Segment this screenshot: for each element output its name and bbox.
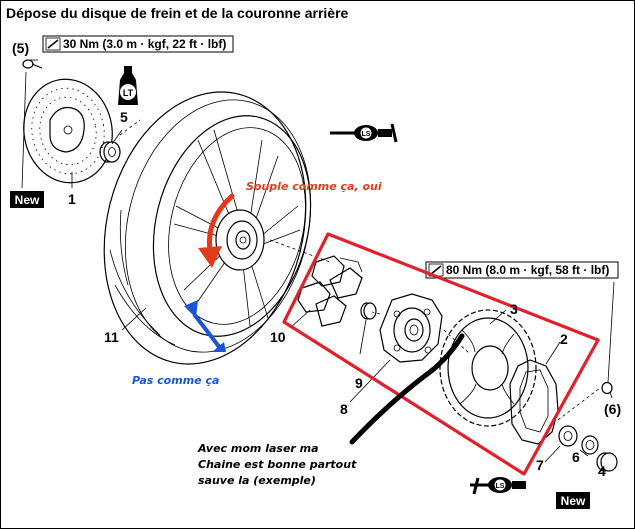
- collar-4: [596, 452, 618, 472]
- torque-spec-text-1: 30 Nm (3.0 m · kgf, 22 ft · lbf): [63, 37, 226, 51]
- rear-wheel-drive-hub: [379, 293, 443, 363]
- lt-badge-text: LT: [123, 88, 134, 98]
- callout-6b: (6): [604, 401, 621, 417]
- annotation-black-line-1: Avec mom laser ma: [197, 442, 319, 455]
- collar-9: [360, 302, 377, 320]
- brake-disc: [23, 78, 113, 184]
- callout-2: 2: [560, 331, 568, 347]
- callout-4: 4: [598, 463, 606, 479]
- svg-text:New: New: [15, 193, 40, 207]
- torque-spec-box-1: 30 Nm (3.0 m · kgf, 22 ft · lbf): [42, 35, 234, 53]
- callout-10: 10: [270, 329, 286, 345]
- new-badge-2: New: [556, 492, 590, 509]
- callout-5: 5: [120, 109, 128, 125]
- oil-seal: [581, 435, 599, 455]
- sprocket-nut: [601, 381, 613, 395]
- torque-spec-text-2: 80 Nm (8.0 m · kgf, 58 ft · lbf): [446, 263, 609, 277]
- callout-1: 1: [68, 191, 76, 207]
- annotation-black-line-3: sauve la (exemple): [198, 474, 316, 487]
- svg-text:New: New: [561, 494, 586, 508]
- marker-stroke: [349, 333, 465, 445]
- torque-wrench-icon: [45, 37, 61, 51]
- highlight-box: [282, 232, 600, 476]
- page-title: Dépose du disque de frein et de la couro…: [6, 5, 349, 21]
- callout-8: 8: [340, 401, 348, 417]
- curved-arrow-icon: [198, 193, 235, 268]
- torque-spec-box-2: 80 Nm (8.0 m · kgf, 58 ft · lbf): [425, 261, 619, 279]
- collar: [99, 141, 121, 163]
- disc-bolt: [22, 59, 43, 69]
- annotation-black-line-2: Chaine est bonne partout: [198, 458, 357, 471]
- ls-badge-text-1: LS: [362, 131, 371, 138]
- leader-lines: [21, 59, 615, 473]
- callout-labels: (5) 5 1 11 10 9 8 3 2 7 6 4 (6): [12, 40, 621, 479]
- blue-arrow-icon: [184, 300, 226, 352]
- grease-gun-icon: LS: [330, 123, 398, 143]
- new-badge-1: New: [10, 191, 44, 208]
- rear-wheel: [103, 91, 312, 365]
- callout-3: 3: [510, 301, 518, 317]
- annotation-red: Souple comme ça, oui: [246, 180, 382, 193]
- callout-7: 7: [536, 457, 544, 473]
- loctite-bottle-icon: LT: [118, 66, 138, 105]
- callout-11: 11: [104, 329, 119, 345]
- wheel-dampers: [297, 255, 363, 327]
- annotation-blue: Pas comme ça: [132, 374, 219, 387]
- grease-gun-icon: LS: [470, 477, 526, 495]
- rear-sprocket: [439, 309, 537, 427]
- callout-9: 9: [355, 375, 363, 391]
- ls-badge-text-2: LS: [496, 483, 505, 490]
- bearing: [558, 425, 578, 447]
- callout-5a: (5): [12, 40, 29, 56]
- callout-6: 6: [572, 449, 580, 465]
